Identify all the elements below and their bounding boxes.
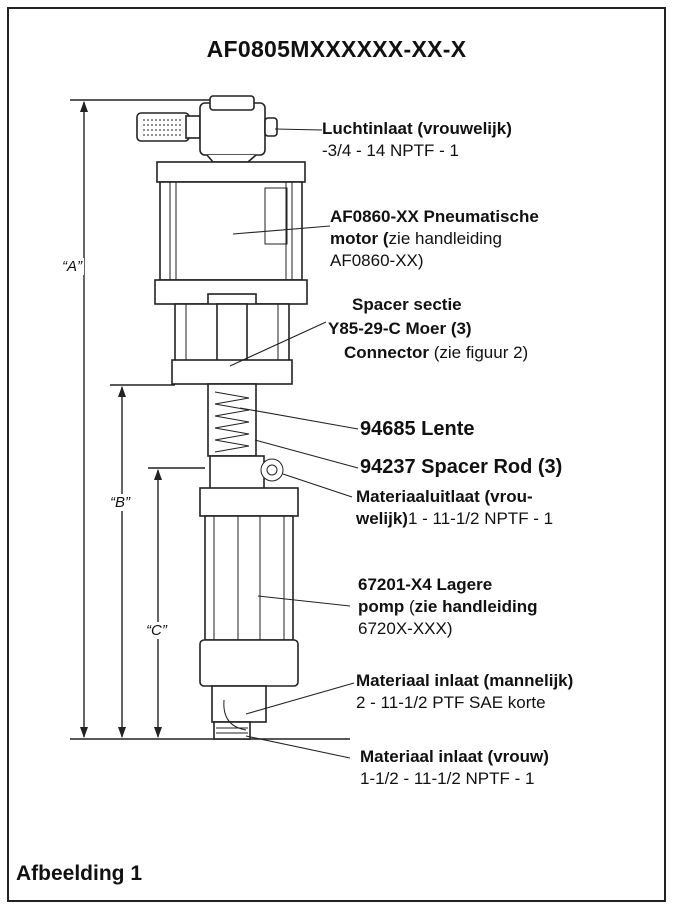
leader-lower-pump — [257, 595, 351, 607]
inlet-female-spec: 1-1/2 - 11-1/2 NPTF - 1 — [360, 769, 535, 788]
figure-frame — [7, 7, 666, 902]
dim-a-arrow-top — [80, 101, 88, 112]
callout-spacer-rod: 94237 Spacer Rod (3) — [360, 456, 563, 478]
motor-label-line2: motor ( — [330, 229, 389, 248]
inlet-male-label: Materiaal inlaat (mannelijk) — [356, 671, 574, 690]
lower-pump-label-line1: 67201-X4 Lagere — [358, 575, 493, 594]
air-inlet-fitting — [264, 117, 278, 137]
callout-inlet-female: Materiaal inlaat (vrouw) 1-1/2 - 11-1/2 … — [360, 746, 549, 790]
page-title: AF0805MXXXXXX-XX-X — [206, 36, 467, 62]
callout-spring: 94685 Lente — [360, 418, 475, 440]
callout-motor: AF0860-XX Pneumatische motor (zie handle… — [330, 206, 539, 272]
callout-nut: Y85-29-C Moer (3) — [328, 318, 472, 340]
lower-pump-text-line2: ( — [404, 597, 415, 616]
leader-outlet — [282, 473, 353, 498]
figure-caption: Afbeelding 1 — [16, 862, 143, 885]
leader-air-inlet — [274, 128, 323, 131]
callout-spacer-section: Spacer sectie — [352, 294, 462, 316]
outlet-body — [209, 455, 265, 491]
dim-a-arrow-bottom — [80, 727, 88, 738]
lower-pump-label-line2b: zie handleiding — [414, 597, 538, 616]
nut-label: Y85-29-C Moer (3) — [328, 319, 472, 338]
spacer-piston-rod — [216, 303, 248, 363]
outlet-manifold — [199, 487, 299, 517]
air-valve-cap — [209, 95, 255, 111]
leader-motor — [232, 225, 331, 235]
outlet-spec: 1 - 11-1/2 NPTF - 1 — [407, 509, 554, 528]
motor-top-cap — [156, 161, 306, 183]
muffler — [136, 112, 190, 142]
spring-coils — [214, 391, 250, 453]
connector-plate — [171, 359, 293, 385]
leader-spacer-rod — [254, 439, 359, 469]
callout-lower-pump: 67201-X4 Lagere pomp (zie handleiding 67… — [358, 574, 537, 640]
lower-pump-text-line3: 6720X-XXX) — [358, 619, 453, 638]
dim-c-arrow-top — [154, 469, 162, 480]
connector-label: Connector — [344, 343, 429, 362]
dim-c-arrow-bottom — [154, 727, 162, 738]
spring-housing — [207, 383, 257, 457]
outlet-label-line2: welijk) — [356, 509, 408, 528]
inlet-nipple — [213, 721, 251, 740]
air-valve-block — [199, 102, 266, 156]
outlet-label-line1: Materiaaluitlaat (vrou- — [356, 487, 533, 506]
spacer-section-label: Spacer sectie — [352, 295, 462, 314]
motor-text-line3: AF0860-XX) — [330, 251, 424, 270]
air-inlet-label: Luchtinlaat (vrouwelijk) — [322, 119, 512, 138]
callout-air-inlet: Luchtinlaat (vrouwelijk) -3/4 - 14 NPTF … — [322, 118, 512, 162]
lower-pump-body — [204, 515, 294, 641]
callout-inlet-male: Materiaal inlaat (mannelijk) 2 - 11-1/2 … — [356, 670, 573, 714]
leader-spring — [239, 407, 359, 430]
callout-outlet: Materiaaluitlaat (vrou- welijk)1 - 11-1/… — [356, 486, 553, 530]
leader-inlet-f — [245, 735, 351, 759]
dimension-b-label: “B” — [108, 494, 132, 511]
dimension-c-label: “C” — [144, 622, 169, 639]
callout-connector: Connector (zie figuur 2) — [344, 342, 528, 364]
air-inlet-spec: -3/4 - 14 NPTF - 1 — [322, 141, 459, 160]
dimension-a-label: “A” — [60, 258, 84, 275]
motor-cylinder — [159, 181, 303, 281]
leader-inlet-m — [245, 682, 355, 715]
valve-base — [206, 154, 257, 163]
lower-pump-foot — [199, 639, 299, 687]
inlet-male-spec: 2 - 11-1/2 PTF SAE korte — [356, 693, 546, 712]
inlet-female-label: Materiaal inlaat (vrouw) — [360, 747, 549, 766]
dim-b-arrow-bottom — [118, 727, 126, 738]
dim-b-arrow-top — [118, 386, 126, 397]
inlet-body — [211, 685, 267, 723]
outlet-port — [260, 458, 284, 482]
motor-text-line2: zie handleiding — [388, 229, 502, 248]
motor-label-line1: AF0860-XX Pneumatische — [330, 207, 539, 226]
connector-text: (zie figuur 2) — [429, 343, 529, 362]
leader-nut — [229, 321, 327, 367]
muffler-nut — [185, 115, 201, 139]
lower-pump-label-line2: pomp — [358, 597, 405, 616]
